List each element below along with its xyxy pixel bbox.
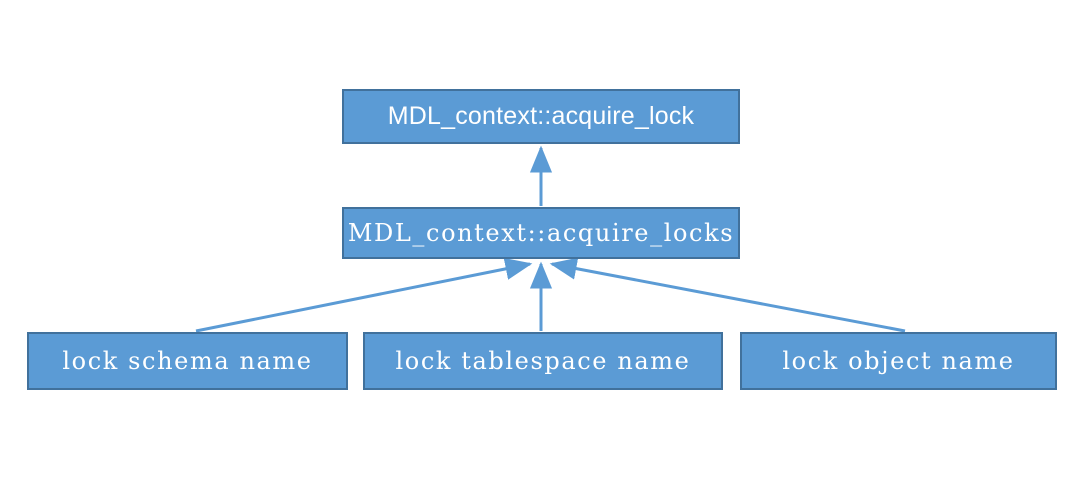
node-acquire-lock-label: MDL_context::acquire_lock <box>387 102 695 130</box>
node-lock-tablespace-name[interactable]: lock tablespace name <box>363 332 723 390</box>
node-lock-tablespace-name-label: lock tablespace name <box>395 347 691 375</box>
node-lock-schema-name-label: lock schema name <box>62 347 313 375</box>
node-lock-schema-name[interactable]: lock schema name <box>27 332 348 390</box>
node-lock-object-name-label: lock object name <box>782 347 1015 375</box>
node-acquire-locks[interactable]: MDL_context::acquire_locks <box>342 207 740 259</box>
edge-schema-to-locks <box>195 257 533 333</box>
node-lock-object-name[interactable]: lock object name <box>740 332 1057 390</box>
node-acquire-lock[interactable]: MDL_context::acquire_lock <box>342 89 740 144</box>
edge-object-to-locks <box>549 257 906 333</box>
node-acquire-locks-label: MDL_context::acquire_locks <box>347 219 735 247</box>
